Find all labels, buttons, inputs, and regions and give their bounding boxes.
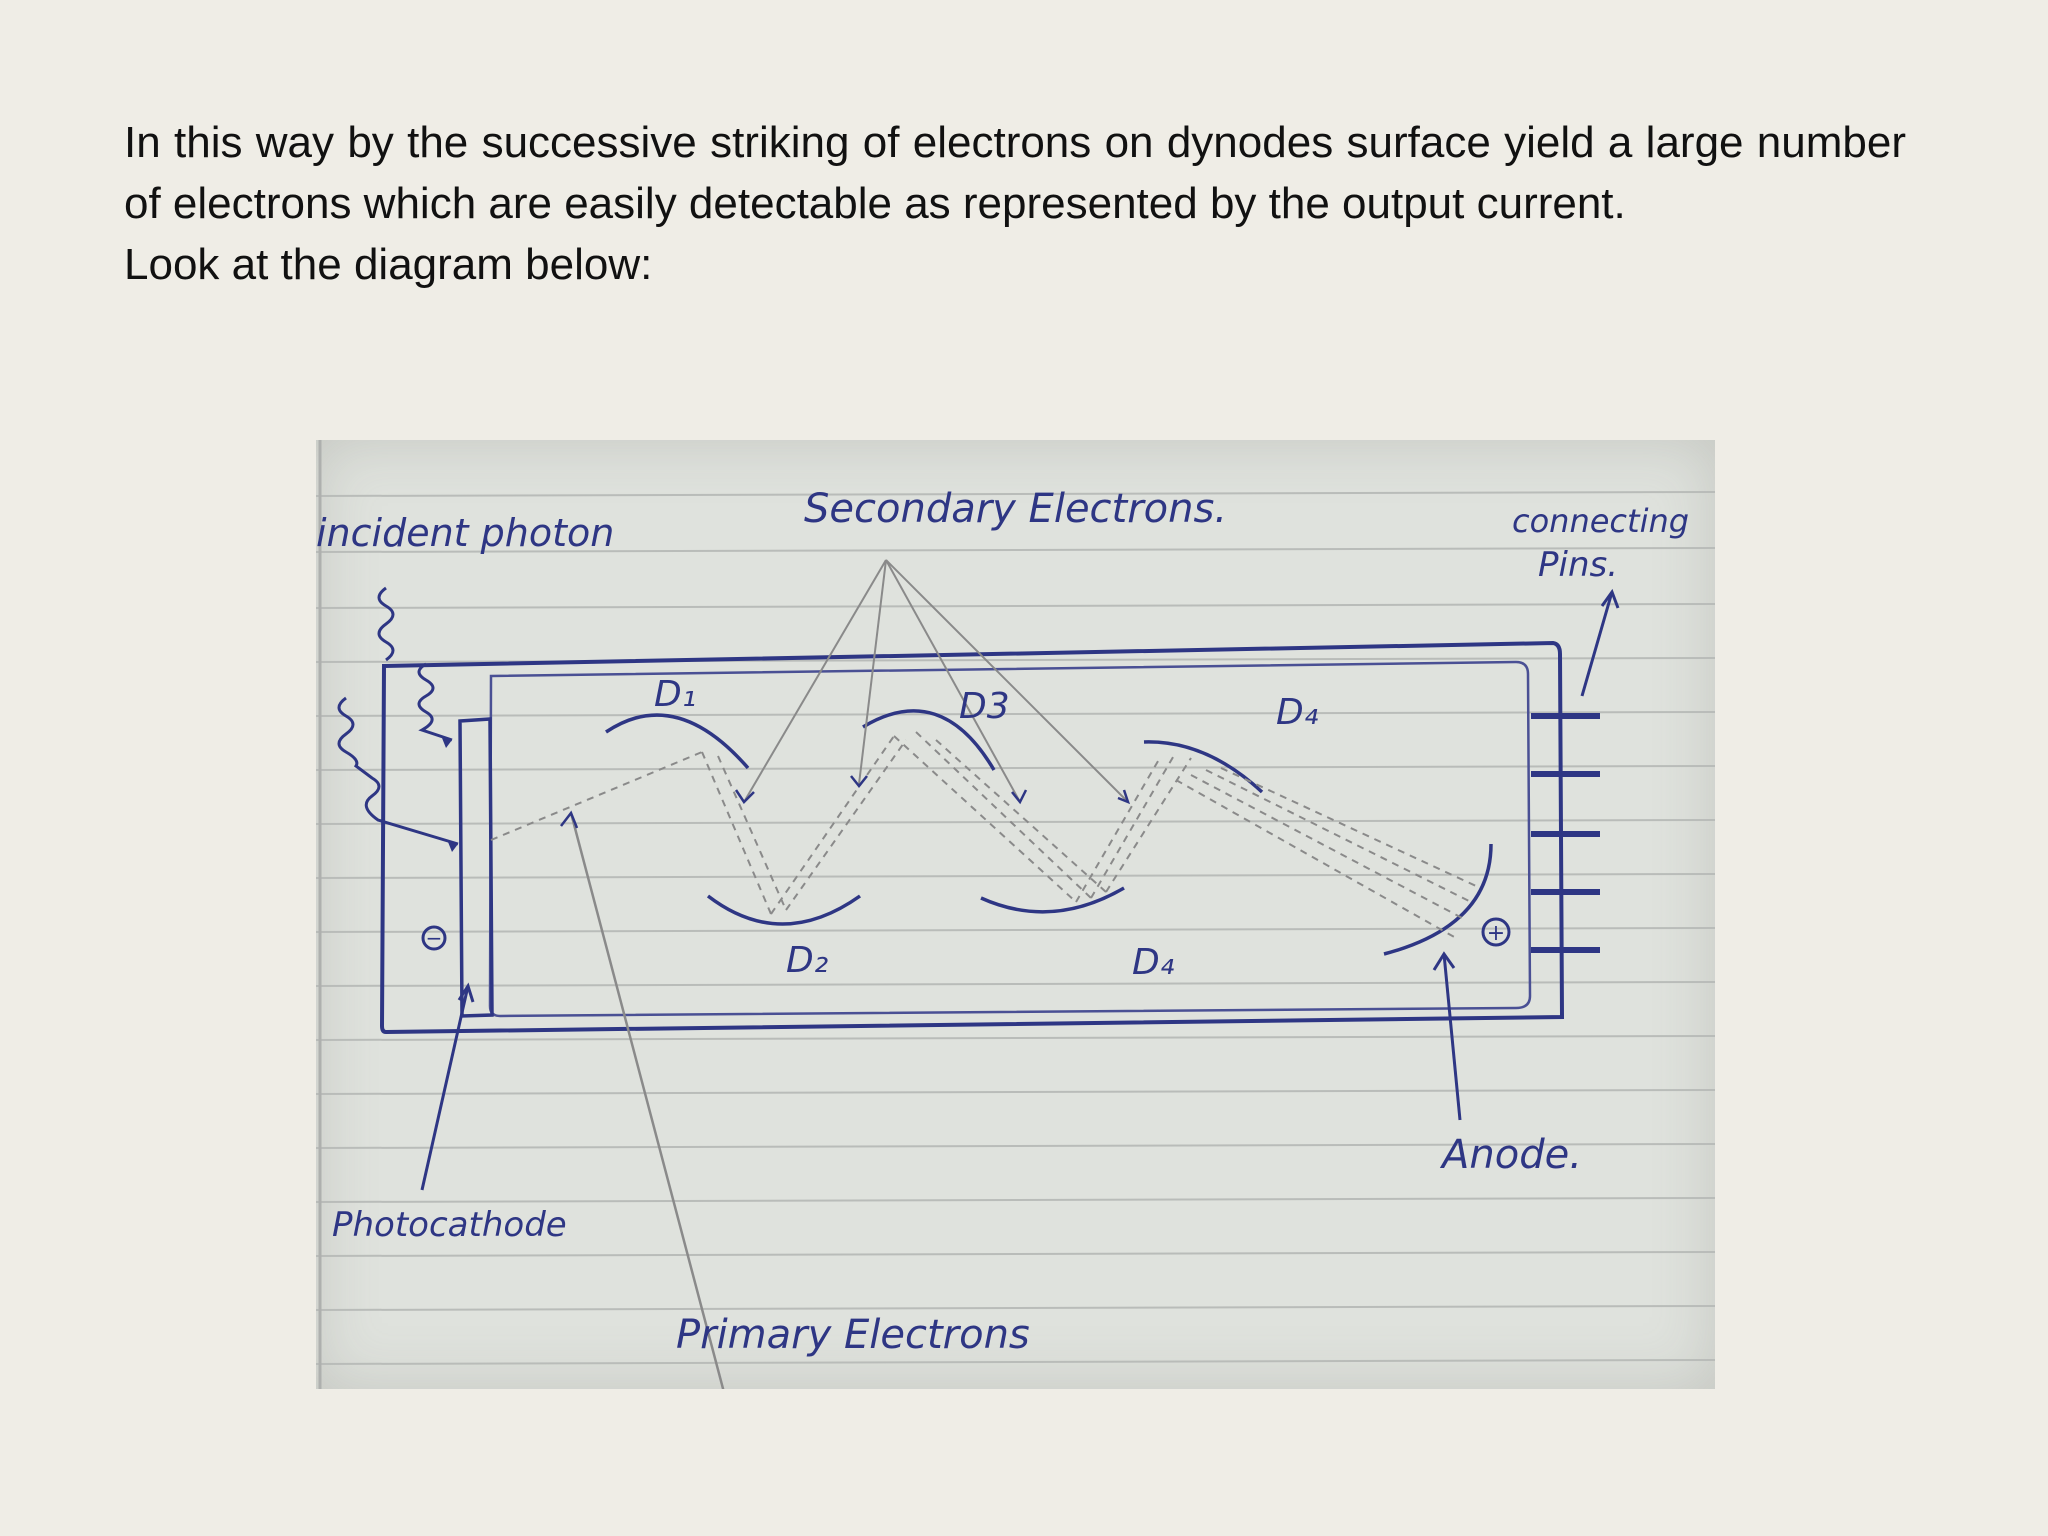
dynode-d2: [706, 894, 862, 926]
slide-text-block: In this way by the successive striking o…: [124, 112, 1906, 295]
photocathode-arrowhead: [457, 982, 475, 1003]
electron-paths: [490, 731, 1477, 939]
photocathode-label: Photocathode: [332, 1205, 567, 1245]
anode-label: Anode.: [1439, 1132, 1582, 1178]
d2-label: D₂: [786, 940, 828, 981]
body-paragraph: In this way by the successive striking o…: [124, 118, 1906, 228]
photocathode-plate: [458, 717, 494, 1018]
plus-terminal-icon: [1481, 917, 1511, 947]
secondary-arrowheads: [734, 775, 1131, 805]
intro-line: Look at the diagram below:: [124, 240, 653, 289]
pins-label: Pins.: [1538, 545, 1618, 585]
minus-sign: −: [426, 926, 443, 950]
primary-electrons-label: Primary Electrons: [676, 1312, 1030, 1358]
dynodes: [605, 709, 1493, 956]
d1-label: D₁: [654, 674, 696, 715]
secondary-electrons-label: Secondary Electrons.: [804, 486, 1227, 532]
minus-terminal-icon: [421, 925, 447, 951]
primary-arrowhead: [560, 810, 579, 829]
photon-arrowheads: [442, 738, 458, 852]
incident-photon-label: incident photon: [316, 511, 614, 555]
d4-top-label: D₄: [1276, 692, 1319, 733]
anode-arrowhead: [1432, 951, 1456, 971]
photocathode-pointer: [420, 985, 470, 1191]
connecting-label: connecting: [1512, 502, 1689, 540]
primary-electrons-pointer: [569, 812, 725, 1389]
connecting-pins: [1531, 713, 1600, 953]
d4-bottom-label: D₄: [1132, 942, 1175, 983]
dynode-d3: [862, 709, 996, 771]
pins-arrowhead: [1600, 588, 1620, 609]
d3-label: D3: [959, 686, 1010, 727]
incident-photon-waves: [337, 586, 459, 846]
anode-pointer: [1442, 953, 1462, 1121]
notebook-ruled-lines: [316, 491, 1715, 1365]
pins-pointer: [1580, 591, 1614, 697]
photomultiplier-diagram-photo: −: [316, 440, 1715, 1389]
dynode-d1: [605, 713, 750, 770]
dynode-d4-lower: [980, 886, 1125, 914]
plus-sign: +: [1487, 921, 1505, 946]
secondary-electrons-pointers: [743, 559, 1129, 803]
photomultiplier-diagram: −: [316, 440, 1715, 1389]
anode-curve: [1383, 843, 1493, 956]
